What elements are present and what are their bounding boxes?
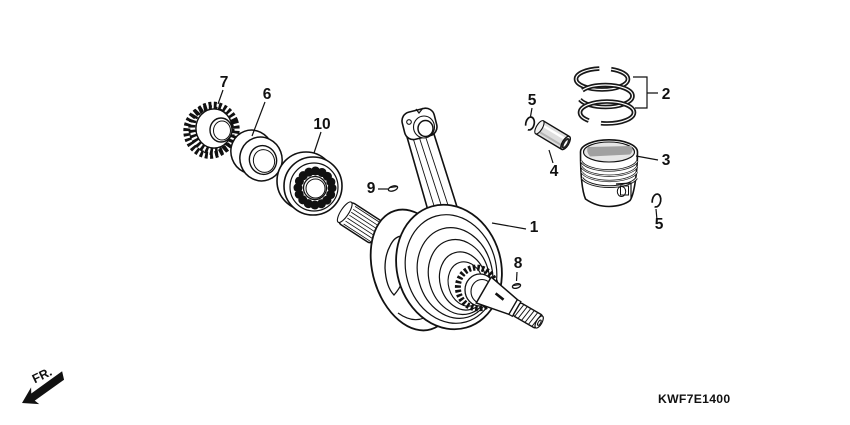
piston-pin-4-drawing — [534, 120, 572, 151]
primary-gear-7-drawing — [183, 101, 240, 159]
callout-5-upper: 5 — [528, 92, 537, 109]
callout-10: 10 — [313, 116, 330, 133]
callout-9: 9 — [367, 180, 376, 197]
piston-3-drawing — [579, 139, 639, 208]
callout-8: 8 — [514, 255, 523, 272]
callouts: 7 6 10 9 5 4 2 3 5 1 8 — [217, 74, 671, 282]
callout-3: 3 — [662, 152, 671, 169]
spacer-collar-6-drawing — [230, 129, 283, 182]
crank-right-shaft — [475, 275, 544, 329]
crankshaft-assembly-1-drawing — [336, 107, 544, 332]
diagram-code: KWF7E1400 — [658, 392, 730, 406]
callout-7: 7 — [220, 74, 229, 91]
callout-5-lower: 5 — [655, 216, 664, 233]
pin-clip-5-lower-drawing — [651, 193, 662, 208]
callout-4: 4 — [550, 163, 559, 180]
callout-1: 1 — [530, 219, 539, 236]
pin-clip-5-upper-drawing — [524, 116, 536, 131]
woodruff-key-8-drawing — [511, 282, 522, 290]
roller-bearing-10-drawing — [276, 151, 343, 216]
callout-6: 6 — [263, 86, 272, 103]
woodruff-key-9-drawing — [387, 185, 399, 192]
piston-ring-set-2-drawing — [573, 66, 637, 126]
callout-2: 2 — [662, 86, 671, 103]
arrow-icon — [22, 371, 65, 405]
front-direction-arrow: FR. — [22, 365, 65, 405]
